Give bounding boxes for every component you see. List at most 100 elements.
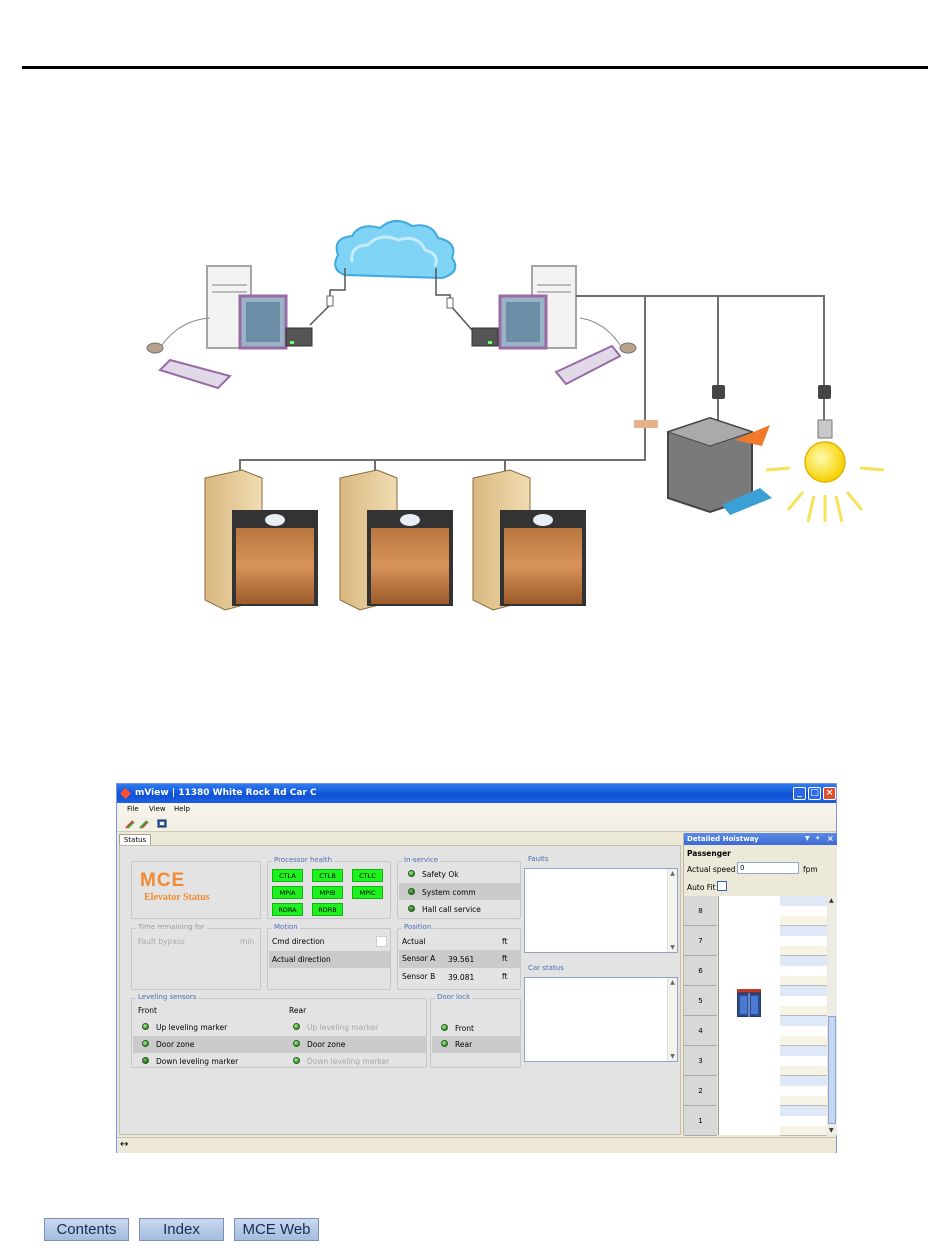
- row-highlight: [399, 883, 520, 900]
- position-title: Position: [402, 923, 434, 931]
- rear-down-leveling-label: Down leveling marker: [307, 1057, 390, 1066]
- maximize-button[interactable]: □: [808, 787, 821, 800]
- leveling-front-label: Front: [138, 1006, 157, 1015]
- leveling-sensors-title: Leveling sensors: [136, 993, 199, 1001]
- door-lock-title: Door lock: [435, 993, 473, 1001]
- top-rule: [22, 66, 928, 69]
- car-status-group: Car status ▲▼: [524, 964, 678, 1070]
- door-lock-front-label: Front: [455, 1024, 474, 1033]
- menu-file[interactable]: File: [127, 805, 139, 813]
- elevator-car-icon: [737, 989, 761, 1017]
- title-bar[interactable]: mView | 11380 White Rock Rd Car C _ □ ×: [117, 784, 836, 803]
- fax-machine-icon: [666, 416, 772, 515]
- rear-door-zone-label: Door zone: [307, 1040, 346, 1049]
- pin-icon[interactable]: ᵠ: [816, 835, 820, 843]
- row-highlight: [133, 1036, 427, 1053]
- menu-view[interactable]: View: [149, 805, 166, 813]
- row-highlight: [399, 950, 520, 968]
- status-panel: MCE Elevator Status Time remaining for F…: [119, 845, 681, 1135]
- proc-mpib: MPIB: [312, 886, 343, 899]
- system-comm-label: System comm: [422, 888, 476, 897]
- autofit-checkbox[interactable]: [717, 881, 727, 891]
- actual-direction-label: Actual direction: [272, 955, 331, 964]
- tab-status[interactable]: Status: [119, 834, 151, 846]
- elevator-group-2: [339, 469, 453, 611]
- autofit-label: Auto Fit: [687, 883, 716, 892]
- logo-subtitle: Elevator Status: [144, 892, 210, 903]
- faults-scrollbar[interactable]: ▲▼: [667, 869, 677, 952]
- fault-bypass-title: Time remaining for: [136, 923, 207, 931]
- car-status-title: Car status: [526, 964, 566, 972]
- floor-label: 6: [684, 956, 717, 986]
- minimize-button[interactable]: _: [793, 787, 806, 800]
- car-status-list[interactable]: ▲▼: [524, 977, 678, 1062]
- row-highlight: [269, 951, 390, 968]
- computer-left-icon: [146, 265, 313, 390]
- floor-label: 8: [684, 896, 717, 926]
- mce-web-button[interactable]: MCE Web: [234, 1218, 319, 1241]
- monitor-icon[interactable]: [157, 819, 167, 829]
- connect-icon[interactable]: [125, 819, 135, 829]
- rear-up-leveling-label: Up leveling marker: [307, 1023, 379, 1032]
- system-comm-led-icon: [408, 888, 415, 895]
- floor-label: 3: [684, 1046, 717, 1076]
- floor-label: 1: [684, 1106, 717, 1136]
- cloud-icon: [334, 220, 457, 280]
- floor-label: 7: [684, 926, 717, 956]
- hoistway-pane: Detailed Hoistway ▼ ᵠ × Passenger Actual…: [683, 833, 837, 1136]
- speed-label: Actual speed: [687, 865, 736, 874]
- front-up-led-icon: [142, 1023, 149, 1030]
- motion-group: Motion Cmd direction Actual direction: [267, 923, 391, 990]
- fault-bypass-label: Fault bypass: [138, 937, 185, 946]
- scroll-thumb[interactable]: [828, 1016, 836, 1124]
- proc-mpic: MPIC: [352, 886, 383, 899]
- light-bulb-icon: [765, 419, 885, 523]
- sensor-a-label: Sensor A: [402, 954, 436, 963]
- elevator-group-1: [204, 469, 318, 611]
- speed-field[interactable]: [737, 862, 799, 874]
- hoistway-scrollbar[interactable]: ▲ ▼: [828, 896, 837, 1135]
- front-door-zone-label: Door zone: [156, 1040, 195, 1049]
- door-lock-front-led-icon: [441, 1024, 448, 1031]
- menu-help[interactable]: Help: [174, 805, 190, 813]
- car-status-scrollbar[interactable]: ▲▼: [667, 978, 677, 1061]
- menu-bar: File View Help: [117, 803, 836, 817]
- window-title: mView | 11380 White Rock Rd Car C: [135, 788, 317, 798]
- pane-close-icon[interactable]: ×: [827, 834, 834, 843]
- motion-title: Motion: [272, 923, 300, 931]
- proc-mpia: MPIA: [272, 886, 303, 899]
- rear-door-zone-led-icon: [293, 1040, 300, 1047]
- cmd-direction-label: Cmd direction: [272, 937, 325, 946]
- index-button[interactable]: Index: [139, 1218, 224, 1241]
- status-bar: ↔: [117, 1137, 836, 1153]
- sensor-b-value: 39.081: [448, 973, 475, 982]
- cmd-direction-indicator: [376, 936, 387, 947]
- dropdown-icon[interactable]: ▼: [805, 835, 810, 842]
- sensor-a-value: 39.561: [448, 955, 475, 964]
- rear-down-led-icon: [293, 1057, 300, 1064]
- resize-arrows-icon[interactable]: ↔: [120, 1139, 129, 1150]
- in-service-title: In-service: [402, 856, 441, 864]
- faults-title: Faults: [526, 855, 551, 863]
- in-service-group: In-service Safety Ok System comm Hall ca…: [397, 856, 521, 919]
- close-button[interactable]: ×: [823, 787, 836, 800]
- front-down-leveling-label: Down leveling marker: [156, 1057, 239, 1066]
- hoistway-header[interactable]: Detailed Hoistway ▼ ᵠ ×: [684, 833, 837, 845]
- elevator-group-3: [472, 469, 586, 611]
- fault-bypass-unit: min: [240, 937, 255, 946]
- row-highlight: [432, 1036, 521, 1053]
- hoistway-title: Detailed Hoistway: [687, 835, 759, 843]
- contents-button[interactable]: Contents: [44, 1218, 129, 1241]
- landing-column: [780, 896, 827, 1136]
- mview-window: mView | 11380 White Rock Rd Car C _ □ × …: [116, 783, 837, 1153]
- leveling-sensors-group: Leveling sensors Front Rear Up leveling …: [131, 993, 427, 1068]
- sensor-b-unit: ft: [502, 972, 508, 981]
- sensor-a-unit: ft: [502, 954, 508, 963]
- app-diamond-icon: [120, 788, 131, 799]
- proc-ctlb: CTLB: [312, 869, 343, 882]
- position-actual-unit: ft: [502, 937, 508, 946]
- faults-list[interactable]: ▲▼: [524, 868, 678, 953]
- disconnect-icon[interactable]: [139, 819, 149, 829]
- hoistway-shaft: [718, 896, 781, 1135]
- floor-label: 2: [684, 1076, 717, 1106]
